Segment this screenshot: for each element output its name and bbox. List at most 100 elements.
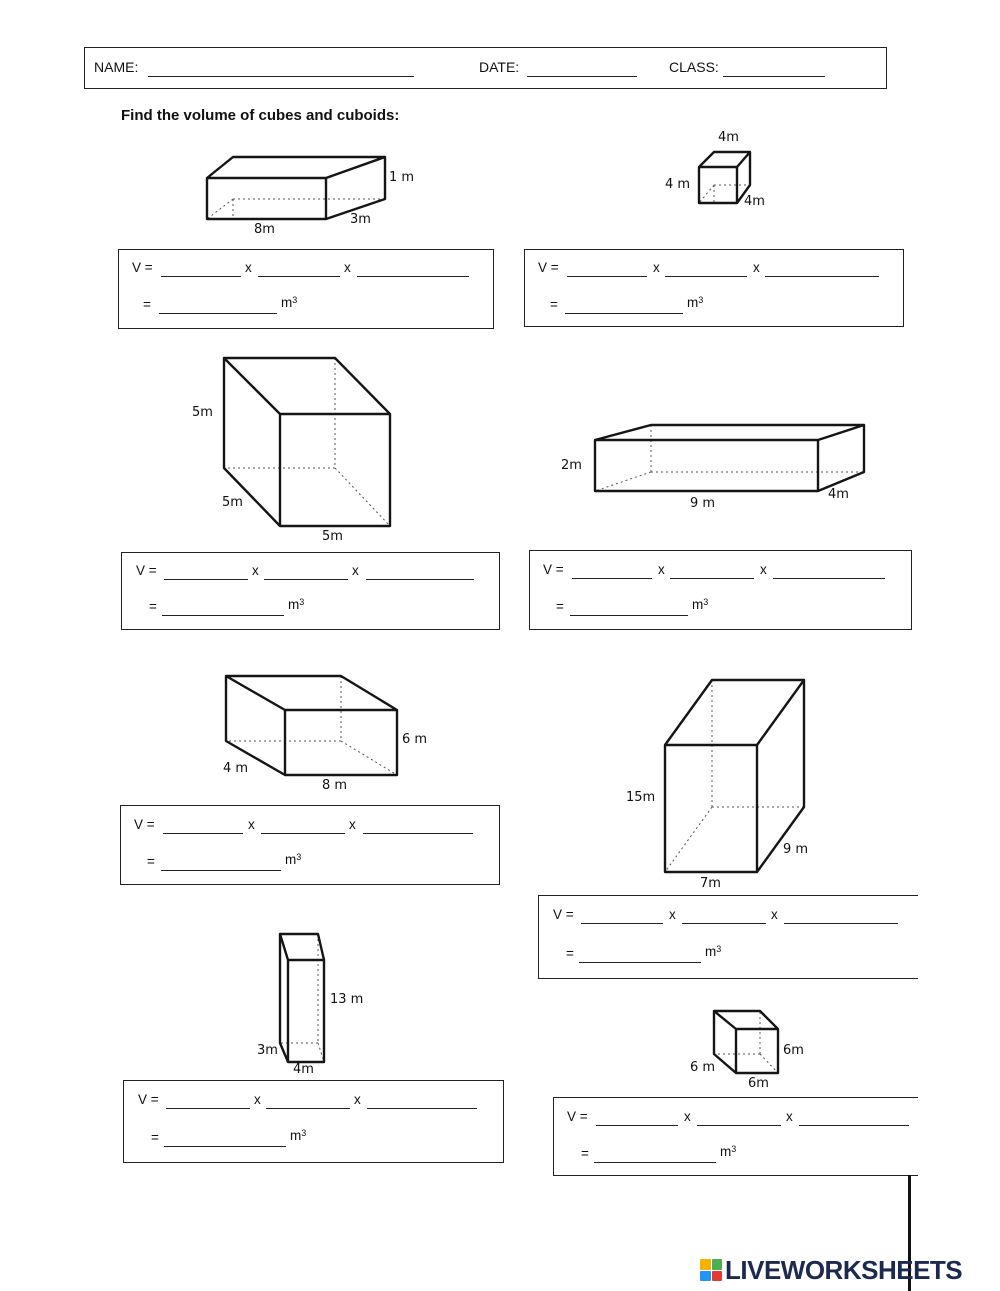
blank-volume-3[interactable] (162, 615, 284, 616)
dim-width-1: 3m (350, 212, 371, 227)
blank-length-1[interactable] (161, 276, 241, 277)
times-sign: x (669, 907, 676, 922)
dim-depth-3: 5m (222, 495, 243, 510)
v-label: V = (543, 562, 564, 577)
dim-length-3: 5m (322, 529, 343, 544)
blank-height-8[interactable] (799, 1125, 909, 1126)
blank-width-5[interactable] (261, 833, 345, 834)
unit-cubic-meters: m3 (692, 597, 709, 612)
blank-width-1[interactable] (258, 276, 340, 277)
times-sign: x (344, 260, 351, 275)
class-label: CLASS: (669, 59, 719, 75)
times-sign: x (248, 817, 255, 832)
blank-volume-2[interactable] (565, 313, 683, 314)
date-field-line[interactable] (527, 76, 637, 77)
times-sign: x (252, 563, 259, 578)
dim-height-8: 6m (783, 1043, 804, 1058)
name-label: NAME: (94, 59, 139, 75)
instructions: Find the volume of cubes and cuboids: (121, 107, 400, 124)
blank-height-6[interactable] (784, 923, 898, 924)
dim-height-7: 13 m (330, 992, 364, 1007)
blank-length-8[interactable] (596, 1125, 678, 1126)
blank-volume-5[interactable] (161, 870, 281, 871)
times-sign: x (354, 1092, 361, 1107)
dim-depth-4: 4m (828, 487, 849, 502)
blank-length-7[interactable] (166, 1108, 250, 1109)
dim-length-8: 6m (748, 1076, 769, 1091)
blank-width-6[interactable] (682, 923, 766, 924)
watermark-text: LIVEWORKSHEETS (725, 1254, 963, 1285)
dim-depth-5: 4 m (223, 761, 249, 776)
times-sign: x (352, 563, 359, 578)
blank-height-5[interactable] (363, 833, 473, 834)
v-label: V = (138, 1092, 159, 1107)
answer-box-3: V = x x = m3 (121, 552, 500, 630)
equals-sign: = (581, 1146, 589, 1161)
blank-height-1[interactable] (357, 276, 469, 277)
answer-box-1: V = x x = m3 (118, 249, 494, 329)
dim-side-2: 4 m (665, 177, 691, 192)
dim-depth-7: 3m (257, 1043, 278, 1058)
blank-length-2[interactable] (567, 276, 647, 277)
blank-length-4[interactable] (572, 578, 652, 579)
blank-volume-6[interactable] (579, 962, 701, 963)
v-label: V = (538, 260, 559, 275)
blank-volume-4[interactable] (570, 615, 688, 616)
times-sign: x (753, 260, 760, 275)
blank-width-7[interactable] (266, 1108, 350, 1109)
blank-volume-7[interactable] (164, 1146, 286, 1147)
class-field-line[interactable] (723, 76, 825, 77)
blank-height-4[interactable] (773, 578, 885, 579)
v-label: V = (553, 907, 574, 922)
dim-height-5: 6 m (402, 732, 428, 747)
blank-length-5[interactable] (163, 833, 243, 834)
liveworksheets-watermark: LIVEWORKSHEETS (700, 1254, 963, 1285)
name-field-line[interactable] (148, 76, 414, 77)
blank-volume-8[interactable] (594, 1162, 716, 1163)
equals-sign: = (149, 599, 157, 614)
unit-cubic-meters: m3 (281, 295, 298, 310)
blank-width-4[interactable] (670, 578, 754, 579)
v-label: V = (134, 817, 155, 832)
dim-depth-8: 6 m (690, 1060, 716, 1075)
equals-sign: = (143, 297, 151, 312)
unit-cubic-meters: m3 (705, 944, 722, 959)
times-sign: x (658, 562, 665, 577)
dim-length-7: 4m (293, 1062, 314, 1077)
unit-cubic-meters: m3 (687, 295, 704, 310)
blank-length-3[interactable] (164, 579, 248, 580)
date-label: DATE: (479, 59, 520, 75)
blank-width-2[interactable] (665, 276, 747, 277)
blank-height-7[interactable] (367, 1108, 477, 1109)
v-label: V = (132, 260, 153, 275)
dim-depth-6: 9 m (783, 842, 809, 857)
blank-height-2[interactable] (765, 276, 879, 277)
dim-height-4: 2m (561, 458, 582, 473)
answer-box-4: V = x x = m3 (529, 550, 912, 630)
blank-length-6[interactable] (581, 923, 663, 924)
times-sign: x (349, 817, 356, 832)
answer-box-8: V = x x = m3 (553, 1097, 918, 1176)
dim-length-4: 9 m (690, 496, 716, 511)
blank-height-3[interactable] (366, 579, 474, 580)
answer-box-2: V = x x = m3 (524, 249, 904, 327)
times-sign: x (771, 907, 778, 922)
times-sign: x (245, 260, 252, 275)
dim-length-5: 8 m (322, 778, 348, 793)
blank-volume-1[interactable] (159, 313, 277, 314)
dim-length-6: 7m (700, 876, 721, 891)
dim-height-6: 15m (626, 790, 656, 805)
blank-width-3[interactable] (264, 579, 348, 580)
equals-sign: = (556, 599, 564, 614)
equals-sign: = (550, 297, 558, 312)
blank-width-8[interactable] (697, 1125, 781, 1126)
dim-height-3: 5m (192, 405, 213, 420)
times-sign: x (760, 562, 767, 577)
times-sign: x (653, 260, 660, 275)
times-sign: x (254, 1092, 261, 1107)
